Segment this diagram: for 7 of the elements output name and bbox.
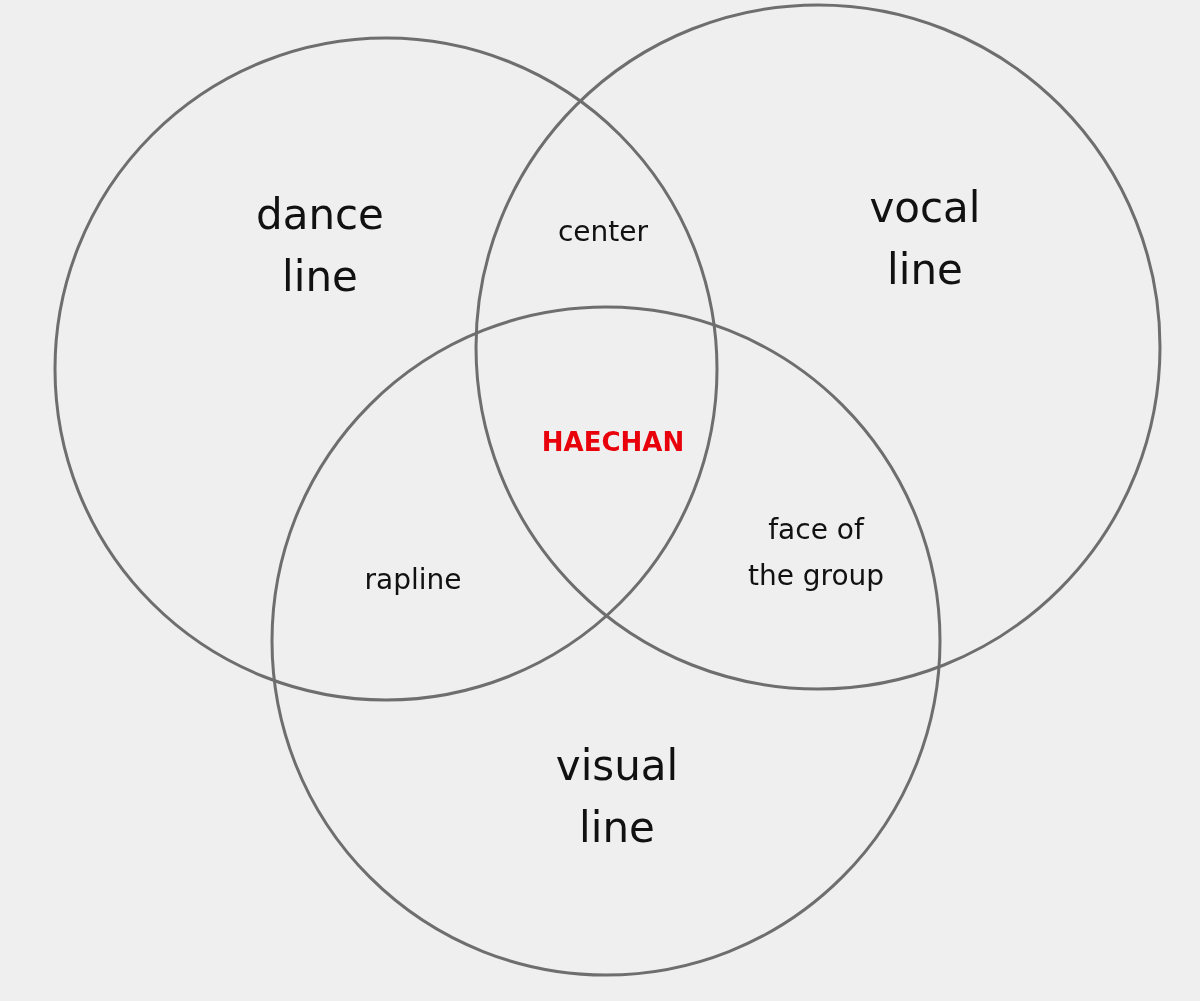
overlap-label: center	[556, 214, 650, 250]
overlap-label: face of the group	[746, 512, 886, 594]
center-label: HAECHAN	[540, 426, 686, 459]
circle-label: dance line	[255, 189, 385, 303]
circle-label: vocal line	[868, 182, 982, 296]
circle-label: visual line	[554, 740, 680, 854]
overlap-label: rapline	[363, 562, 463, 598]
